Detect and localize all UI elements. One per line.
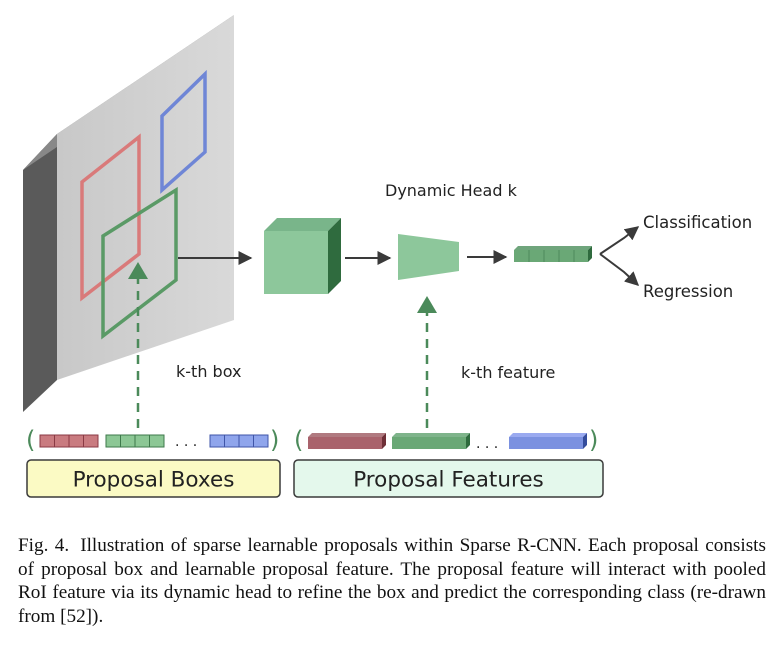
features-close-paren: ) [589,426,598,454]
red-box-vector [39,434,99,448]
kth-feature-label: k-th feature [461,363,555,382]
classification-label: Classification [643,213,752,232]
boxes-ellipsis: . . . [175,434,197,450]
blue-feature-vector [509,433,587,449]
features-ellipsis: . . . [476,436,498,452]
proposal-boxes-panel [26,459,281,498]
proposal-features-panel [293,459,604,498]
regression-label: Regression [643,282,733,301]
proposal-features-label: Proposal Features [353,468,544,493]
caption-text: Illustration of sparse learnable proposa… [18,535,766,627]
green-box-vector [105,434,165,448]
blue-proposal-box [160,69,207,194]
dynamic-head-shape [398,234,459,280]
proposal-boxes-label: Proposal Boxes [73,468,235,493]
green-proposal-box [101,186,178,340]
output-feature-vector [514,246,592,262]
red-feature-vector [308,433,386,449]
regression-arrow [599,253,640,286]
boxes-close-paren: ) [270,426,279,454]
kth-box-label: k-th box [176,362,241,381]
kth-box-arrowhead [128,262,148,279]
boxes-open-paren: ( [26,426,35,454]
classification-arrow [599,226,640,255]
figure-label: Fig. 4. [18,535,70,556]
figure-caption: Fig. 4.Illustration of sparse learnable … [18,534,766,628]
kth-feature-arrowhead [417,296,437,313]
blue-box-vector [209,434,269,448]
red-proposal-box [80,133,141,302]
dynamic-head-label: Dynamic Head k [385,181,518,200]
roi-feature-cube [264,218,341,294]
sparse-rcnn-diagram: Dynamic Head k Classification Regression… [23,15,752,498]
features-open-paren: ( [294,426,303,454]
green-feature-vector [392,433,470,449]
